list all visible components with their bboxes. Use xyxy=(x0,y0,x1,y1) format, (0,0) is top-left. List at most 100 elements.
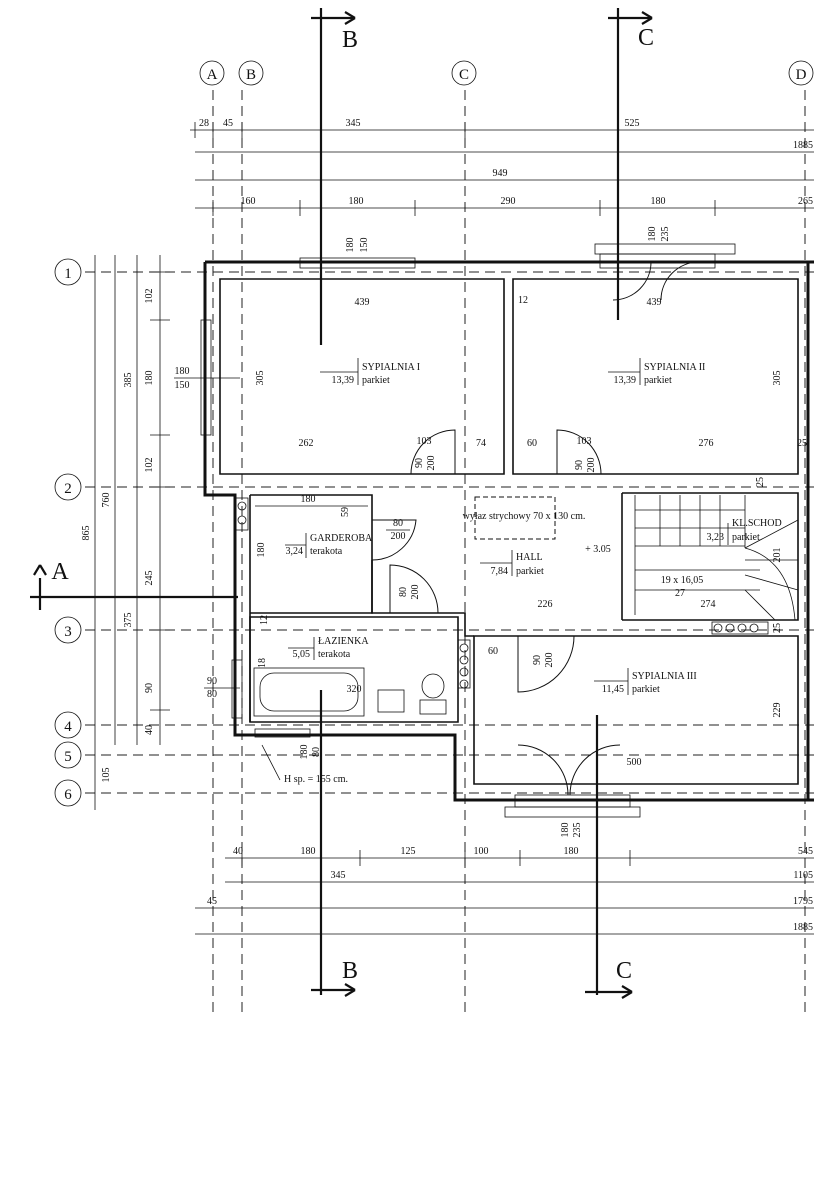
dim-top-949: 949 xyxy=(493,168,508,179)
bottom-dimensions: 40 180 125 100 180 545 345 1105 45 1795 … xyxy=(195,846,814,935)
room-floor: parkiet xyxy=(362,375,390,386)
room-hall: HALL 7,84 parkiet xyxy=(480,550,544,577)
room-floor: parkiet xyxy=(732,532,760,543)
dim-bot-180a: 180 xyxy=(301,846,316,857)
dim-s1-win: 180 xyxy=(345,238,356,253)
room-floor: parkiet xyxy=(516,566,544,577)
dim-left-105: 105 xyxy=(101,768,112,783)
dim-bot-1885: 1885 xyxy=(793,922,813,933)
dim-bot-125: 125 xyxy=(401,846,416,857)
section-lines: B B C C A xyxy=(30,8,654,999)
dim-left-865: 865 xyxy=(81,526,92,541)
column-label-a: A xyxy=(207,67,218,83)
section-c-top: C xyxy=(638,25,654,51)
dim-left-180: 180 xyxy=(144,371,155,386)
dim-s2-door-h2: 200 xyxy=(586,458,597,473)
room-lazienka: ŁAZIENKA 5,05 terakota xyxy=(288,636,369,660)
dim-top-180a: 180 xyxy=(349,196,364,207)
bathroom-fixtures xyxy=(235,497,471,717)
staircase xyxy=(634,495,799,635)
dim-bot-100: 100 xyxy=(474,846,489,857)
dim-s3-win2: 235 xyxy=(572,823,583,838)
dim-laz-90: 90 xyxy=(207,676,217,687)
room-name: HALL xyxy=(516,552,543,563)
row-label-3: 3 xyxy=(64,624,72,640)
dim-bot-345: 345 xyxy=(331,870,346,881)
dim-s1-door-h1: 90 xyxy=(414,458,425,468)
dim-gard-door2: 200 xyxy=(391,531,406,542)
dim-s1-side-win2: 150 xyxy=(175,380,190,391)
section-b-bottom: B xyxy=(342,958,358,984)
dim-bot-40: 40 xyxy=(233,846,243,857)
dim-laz-height-note: H sp. = 155 cm. xyxy=(284,774,348,785)
room-floor: parkiet xyxy=(644,375,672,386)
dim-gard-59: 59 xyxy=(340,507,351,517)
row-label-6: 6 xyxy=(64,787,72,803)
dim-laz-win1: 180 xyxy=(299,745,310,760)
dim-laz-18: 18 xyxy=(257,658,268,668)
section-c-bottom: C xyxy=(616,958,632,984)
dim-top-525: 525 xyxy=(625,118,640,129)
dim-s1-win2: 150 xyxy=(359,238,370,253)
column-label-d: D xyxy=(796,67,807,83)
dim-s1-side-win: 180 xyxy=(175,366,190,377)
room-name: SYPIALNIA II xyxy=(644,362,705,373)
dim-s2-12: 12 xyxy=(518,295,528,306)
hall-attic-hatch-note: wyłaz strychowy 70 x 130 cm. xyxy=(463,511,586,522)
room-name: SYPIALNIA III xyxy=(632,671,697,682)
dim-left-385: 385 xyxy=(123,373,134,388)
dim-left-760: 760 xyxy=(101,493,112,508)
dim-laz-12: 12 xyxy=(259,615,270,625)
row-label-1: 1 xyxy=(64,266,72,282)
walls xyxy=(200,243,814,818)
room-area: 13,39 xyxy=(614,375,637,386)
dim-bot-1795: 1795 xyxy=(793,896,813,907)
dim-stair-27: 27 xyxy=(675,588,685,599)
room-name: ŁAZIENKA xyxy=(318,636,369,647)
dim-s2-door: 103 xyxy=(577,436,592,447)
dim-s1-door-h2: 200 xyxy=(426,456,437,471)
row-label-5: 5 xyxy=(64,749,72,765)
top-dimensions: 28 45 345 525 1885 949 160 180 290 180 2… xyxy=(190,118,814,216)
dim-hall-226: 226 xyxy=(538,599,553,610)
dim-left-40: 40 xyxy=(144,725,155,735)
dim-s2-win: 180 xyxy=(647,227,658,242)
room-sypialnia-3: SYPIALNIA III 11,45 parkiet xyxy=(594,668,697,695)
dim-s2-60: 60 xyxy=(527,438,537,449)
room-sypialnia-2: SYPIALNIA II 13,39 parkiet xyxy=(608,358,705,386)
dim-s3-door1: 90 xyxy=(532,655,543,665)
dim-s2-276: 276 xyxy=(699,438,714,449)
dim-s1-width: 439 xyxy=(355,297,370,308)
left-dimensions: 102 180 102 385 760 865 245 375 90 40 10… xyxy=(81,255,170,810)
dim-s3-229: 229 xyxy=(772,703,783,718)
dim-bot-545: 545 xyxy=(798,846,813,857)
room-klatka-schodowa: KL.SCHOD 3,23 parkiet xyxy=(707,518,782,545)
doors xyxy=(371,261,700,796)
dim-s1-74: 74 xyxy=(476,438,486,449)
column-bubbles: A B C D xyxy=(199,60,814,86)
attic-hatch xyxy=(474,496,556,540)
room-floor: terakota xyxy=(310,546,343,557)
dim-s1-door: 103 xyxy=(417,436,432,447)
dim-s2-door-h1: 90 xyxy=(574,460,585,470)
dim-s2-height: 305 xyxy=(772,371,783,386)
dim-gard-width: 180 xyxy=(301,494,316,505)
dim-s2-win2: 235 xyxy=(660,227,671,242)
dim-bot-180b: 180 xyxy=(564,846,579,857)
grid-axes xyxy=(85,90,814,1015)
dim-left-245: 245 xyxy=(144,571,155,586)
room-name: SYPIALNIA I xyxy=(362,362,420,373)
dim-bot-1105: 1105 xyxy=(793,870,813,881)
dim-hall-door2: 200 xyxy=(410,585,421,600)
dim-laz-320: 320 xyxy=(347,684,362,695)
dim-s3-door2: 200 xyxy=(544,653,555,668)
dim-stair-25: 25 xyxy=(755,477,766,487)
dim-s1-height: 305 xyxy=(255,371,266,386)
dim-hall-door1: 80 xyxy=(398,587,409,597)
column-label-b: B xyxy=(246,67,256,83)
room-floor: parkiet xyxy=(632,684,660,695)
row-bubbles: 1 2 3 4 5 6 xyxy=(54,258,82,807)
dim-left-102b: 102 xyxy=(144,458,155,473)
dim-top-45: 45 xyxy=(223,118,233,129)
